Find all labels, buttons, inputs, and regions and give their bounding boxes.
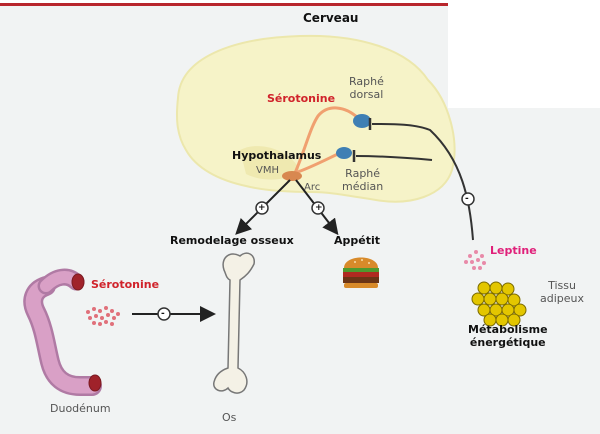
sign-gut-bone: - (161, 309, 165, 319)
sign-leptin-inhibition: - (465, 194, 469, 204)
label-os: Os (222, 411, 237, 424)
leptin-inhibition-sign-circle (461, 192, 475, 206)
hypothalamus-region (240, 146, 300, 180)
label-tissu-adipeux: Tissu adipeux (540, 279, 585, 305)
label-arc: Arc (304, 182, 321, 193)
label-leptine: Leptine (490, 244, 537, 257)
label-serotonine-gut: Sérotonine (91, 278, 160, 291)
serotonin-pathway-dorsal (293, 106, 360, 174)
label-duodenum: Duodénum (50, 402, 111, 415)
top-rule (0, 3, 448, 6)
raphe-median-nucleus (336, 147, 352, 159)
vmh-nucleus (282, 171, 302, 181)
label-raphe-median: Raphé médian (342, 167, 384, 193)
leptin-inhibition-dorsal-line (371, 123, 474, 241)
label-remodelage: Remodelage osseux (170, 234, 294, 247)
burger-icon (343, 257, 379, 288)
femur-bone (213, 252, 255, 394)
sign-vmh-appetite: + (315, 203, 323, 213)
label-hypothalamus: Hypothalamus (232, 149, 322, 162)
adipose-tissue (471, 281, 527, 327)
sign-vmh-bone: + (258, 203, 266, 213)
label-serotonine-brain: Sérotonine (267, 92, 336, 105)
vmh-bone-sign-circle (255, 201, 269, 215)
gut-bone-sign-circle (157, 307, 171, 321)
duodenum-organ (23, 268, 102, 396)
background-panel (0, 6, 600, 434)
label-vmh: VMH (256, 165, 279, 176)
raphe-dorsal-nucleus (353, 114, 371, 128)
label-cerveau: Cerveau (303, 11, 359, 25)
label-raphe-dorsal: Raphé dorsal (349, 75, 384, 101)
leptin-inhibition-median-line (355, 155, 433, 161)
label-metabolisme: Métabolisme énergétique (468, 323, 548, 349)
leptin-dots (464, 250, 486, 270)
vmh-appetite-sign-circle (311, 201, 325, 215)
serotonin-gut-dots (86, 306, 120, 326)
label-appetit: Appétit (334, 234, 381, 247)
